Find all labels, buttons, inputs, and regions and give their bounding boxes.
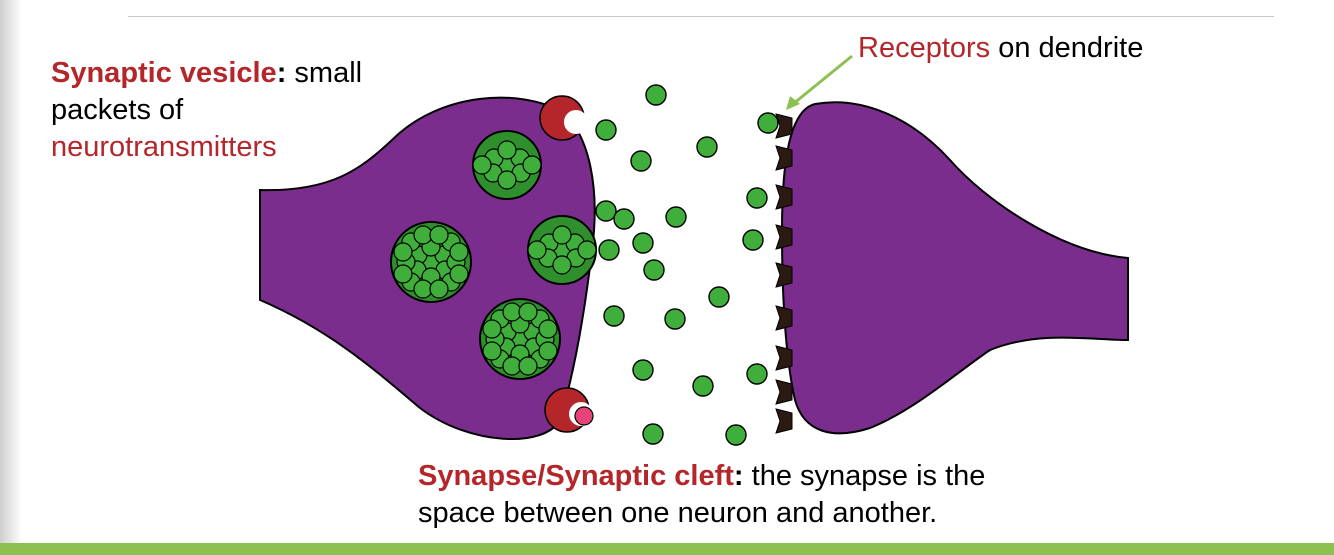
slide-bottom-bar bbox=[0, 543, 1334, 555]
neurotransmitter bbox=[449, 242, 469, 262]
cleft-colon: : bbox=[733, 460, 744, 492]
synaptic-vesicles bbox=[390, 130, 597, 380]
neurotransmitter bbox=[497, 140, 517, 160]
neurotransmitter bbox=[552, 225, 572, 245]
release-sites bbox=[539, 95, 594, 433]
vesicle bbox=[390, 221, 472, 303]
neurotransmitter bbox=[746, 363, 768, 385]
neurotransmitter bbox=[692, 375, 714, 397]
title-divider bbox=[128, 16, 1274, 17]
cleft-term: Synapse/Synaptic cleft bbox=[418, 460, 734, 492]
vesicle-line1-rest: small bbox=[286, 57, 363, 89]
receptor bbox=[775, 262, 793, 288]
neurotransmitter bbox=[393, 264, 413, 284]
neurotransmitter bbox=[502, 302, 522, 322]
neurotransmitter bbox=[449, 264, 469, 284]
neurotransmitter bbox=[595, 200, 617, 222]
neurotransmitter bbox=[482, 341, 502, 361]
neurotransmitter bbox=[518, 356, 538, 376]
neurotransmitter bbox=[429, 225, 449, 245]
neurotransmitter bbox=[595, 119, 617, 141]
neurotransmitter bbox=[757, 112, 779, 134]
receptor bbox=[775, 305, 793, 331]
receptors bbox=[775, 113, 793, 434]
release-site-top bbox=[539, 95, 588, 141]
neurotransmitter bbox=[598, 239, 620, 261]
receptor-arrow bbox=[792, 54, 853, 106]
receptors-label: Receptors on dendrite bbox=[858, 30, 1143, 67]
receptors-term: Receptors bbox=[858, 32, 991, 64]
vesicle bbox=[527, 215, 597, 285]
vesicle-label: Synaptic vesicle: small packets of neuro… bbox=[51, 55, 362, 166]
postsynaptic-neuron bbox=[780, 101, 1129, 435]
neurotransmitter bbox=[665, 206, 687, 228]
neurotransmitter bbox=[518, 302, 538, 322]
neurotransmitter bbox=[632, 359, 654, 381]
receptor bbox=[775, 184, 793, 210]
neurotransmitter bbox=[482, 319, 502, 339]
release-site-notch bbox=[564, 110, 588, 134]
receptor bbox=[775, 224, 793, 250]
neurotransmitter bbox=[708, 286, 730, 308]
neurotransmitters-in-cleft bbox=[595, 84, 779, 446]
neurotransmitter bbox=[538, 341, 558, 361]
vesicle-term: Synaptic vesicle bbox=[51, 57, 277, 89]
neurotransmitter bbox=[472, 155, 492, 175]
neurotransmitter bbox=[413, 279, 433, 299]
neurotransmitter bbox=[725, 424, 747, 446]
neurotransmitter bbox=[552, 255, 572, 275]
vesicle bbox=[472, 130, 542, 200]
neurotransmitter bbox=[497, 170, 517, 190]
neurotransmitter bbox=[527, 240, 547, 260]
receptors-rest: on dendrite bbox=[990, 32, 1144, 64]
receptor bbox=[775, 113, 793, 139]
vesicle bbox=[479, 298, 561, 380]
receptor-arrow-head bbox=[786, 96, 800, 110]
neurotransmitter bbox=[413, 225, 433, 245]
neurotransmitter bbox=[642, 423, 664, 445]
neurotransmitter bbox=[664, 308, 686, 330]
vesicle-colon: : bbox=[276, 57, 287, 89]
neurotransmitter bbox=[643, 259, 665, 281]
neurotransmitter bbox=[502, 356, 522, 376]
neurotransmitter bbox=[522, 155, 542, 175]
released-neurotransmitter bbox=[574, 406, 594, 426]
vesicle-line3: neurotransmitters bbox=[51, 131, 277, 163]
receptor bbox=[775, 379, 793, 405]
neurotransmitter bbox=[632, 232, 654, 254]
neurotransmitter bbox=[742, 229, 764, 251]
cleft-line2: space between one neuron and another. bbox=[418, 497, 938, 529]
receptor bbox=[775, 408, 793, 434]
neurotransmitter bbox=[696, 136, 718, 158]
slide-left-edge bbox=[0, 0, 22, 555]
receptor bbox=[775, 345, 793, 371]
neurotransmitter bbox=[577, 240, 597, 260]
neurotransmitter bbox=[613, 208, 635, 230]
neurotransmitter bbox=[645, 84, 667, 106]
vesicle-line2: packets of bbox=[51, 94, 184, 126]
cleft-label: Synapse/Synaptic cleft: the synapse is t… bbox=[418, 458, 985, 532]
neurotransmitter bbox=[538, 319, 558, 339]
neurotransmitter bbox=[393, 242, 413, 262]
receptor bbox=[775, 145, 793, 171]
cleft-line1-rest: the synapse is the bbox=[743, 460, 986, 492]
neurotransmitter bbox=[603, 305, 625, 327]
neurotransmitter bbox=[630, 150, 652, 172]
neurotransmitter bbox=[746, 187, 768, 209]
neurotransmitter bbox=[429, 279, 449, 299]
